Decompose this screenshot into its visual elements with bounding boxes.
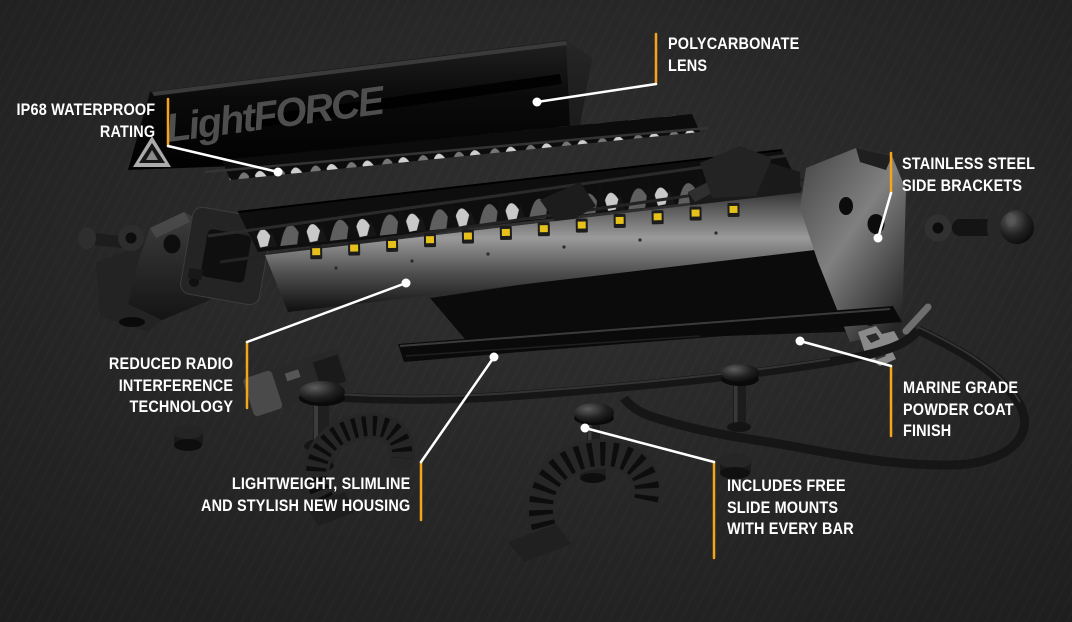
callout-label-line: LENS [668,55,708,75]
slide-mount-clamp-center [508,438,663,562]
callout-dot [873,233,883,243]
thin-trim-rod [204,126,709,174]
callout-label-reduced-radio-interference: REDUCED RADIO INTERFERENCE TECHNOLOGY [109,353,233,418]
callout-line-powder-coat [795,336,893,438]
callout-label-marine-grade-powder-coat: MARINE GRADE POWDER COAT FINISH [903,377,1018,442]
callout-line-housing [419,352,499,522]
callout-lines [166,32,893,560]
slide-mount-clamp-left [303,412,416,526]
callout-label-lightweight-housing: LIGHTWEIGHT, SLIMLINE AND STYLISH NEW HO… [201,473,410,516]
loose-nut-left [173,425,203,451]
callout-line-side-brackets [873,151,893,243]
callout-dot [580,423,590,433]
led-modules [310,202,740,260]
main-reflector-row [238,150,802,252]
callout-label-line: POWDER COAT [903,399,1014,419]
callout-line-polycarbonate-lens [532,32,658,107]
callout-label-line: POLYCARBONATE [668,34,800,53]
bolt-c [721,364,759,432]
callout-label-includes-free-slide-mounts: INCLUDES FREE SLIDE MOUNTS WITH EVERY BA… [727,475,854,540]
stainless-steel-bracket [800,148,906,342]
callout-dot [532,97,542,107]
callout-label-line: REDUCED RADIO [108,354,233,373]
callout-label-line: IP68 WATERPROOF [16,100,155,119]
callout-label-line: FINISH [903,421,952,440]
callout-label-line: TECHNOLOGY [129,397,233,416]
callout-label-line: INCLUDES FREE [727,476,846,495]
right-side-bracket-hardware [800,148,1034,342]
callout-dot [401,278,411,288]
callout-label-line: INTERFERENCE [118,375,233,395]
callout-line-ip68 [166,97,283,177]
side-bolt [952,210,1034,244]
wiring-harness [243,303,1030,470]
callout-label-line: AND STYLISH NEW HOUSING [200,495,410,515]
main-cable [264,327,922,404]
callout-label-polycarbonate-lens: POLYCARBONATE LENS [668,33,799,76]
callout-line-slide-mounts [580,423,716,560]
callout-dot [489,352,499,362]
callout-label-stainless-steel-side-brackets: STAINLESS STEEL SIDE BRACKETS [902,153,1035,196]
callout-label-line: MARINE GRADE [903,378,1019,397]
callout-line-radio-interference [245,278,411,410]
slide-mount-clamps [303,412,663,562]
callout-label-line: RATING [99,121,155,141]
cable-gland [902,303,932,335]
callout-label-line: WITH EVERY BAR [727,519,854,538]
lightforce-triangle-emblem [133,136,171,167]
callout-label-line: STAINLESS STEEL [902,154,1036,173]
callout-dot [795,336,805,346]
callout-label-line: SLIDE MOUNTS [727,497,839,517]
loose-nut-right [719,453,751,479]
callout-label-ip68-waterproof-rating: IP68 WATERPROOF RATING [16,99,155,142]
upper-reflector-strip [222,114,700,180]
left-mounting-hardware [77,206,272,332]
callout-dot [273,167,283,177]
callout-label-line: SIDE BRACKETS [902,175,1023,195]
wiring-connector [243,349,349,417]
callout-label-line: LIGHTWEIGHT, SLIMLINE [231,474,410,493]
